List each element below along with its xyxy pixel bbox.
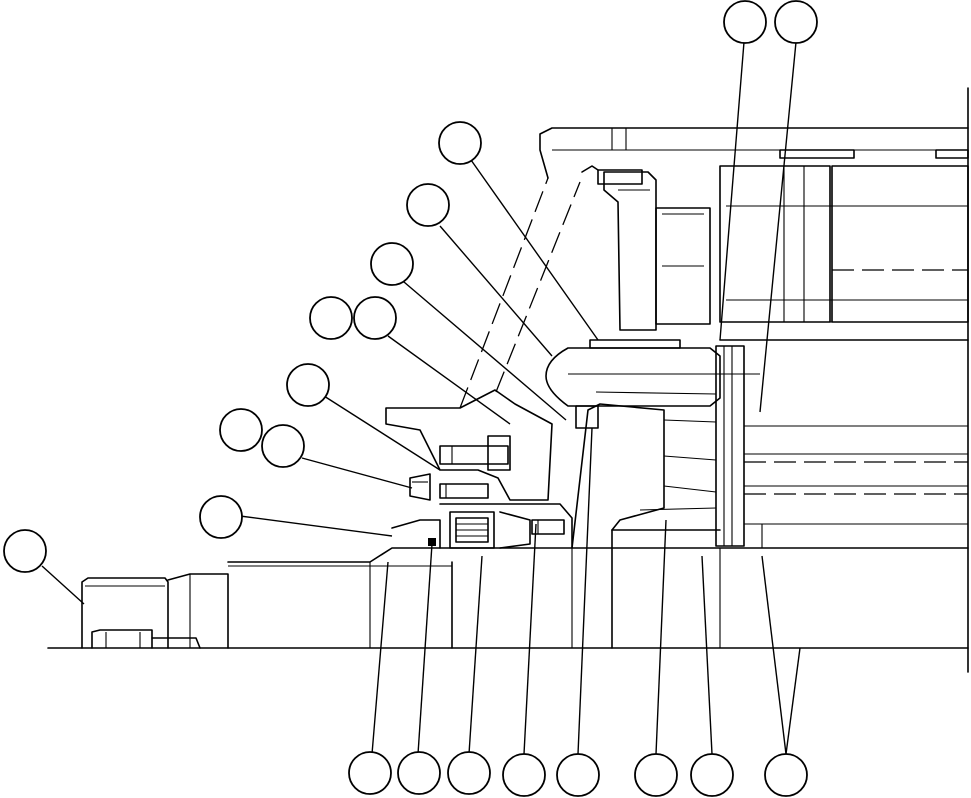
callout-balloon-5 (370, 242, 414, 286)
callout-balloon-15 (447, 751, 491, 795)
callout-balloon-8 (286, 363, 330, 407)
callout-balloon-20 (764, 753, 808, 797)
planet-pin (545, 339, 760, 407)
callout-balloon-11 (199, 495, 243, 539)
spindle-body (227, 529, 969, 649)
callout-balloon-7 (353, 296, 397, 340)
sun-gear-shaft (715, 345, 968, 548)
callout-balloon-6 (309, 296, 353, 340)
leader-lines (41, 41, 801, 755)
shaft-end-nut (81, 573, 229, 649)
callout-balloon-12 (3, 529, 47, 573)
callout-balloon-2 (774, 0, 818, 44)
callout-balloon-4 (406, 183, 450, 227)
callout-balloon-19 (690, 753, 734, 797)
callout-balloon-16 (502, 753, 546, 797)
hub-housing (385, 127, 969, 501)
callout-balloon-1 (723, 0, 767, 44)
carrier-flange (571, 403, 717, 549)
callout-balloon-14 (397, 751, 441, 795)
ring-gear (719, 149, 969, 341)
callout-balloon-9 (219, 408, 263, 452)
bearing (391, 503, 573, 549)
planet-gear (581, 165, 711, 331)
callout-balloon-3 (438, 121, 482, 165)
callout-balloon-18 (634, 753, 678, 797)
callout-balloon-10 (261, 424, 305, 468)
bolts (409, 435, 511, 501)
callout-balloon-17 (556, 753, 600, 797)
callout-balloon-13 (348, 751, 392, 795)
callout-balloons (3, 0, 818, 797)
